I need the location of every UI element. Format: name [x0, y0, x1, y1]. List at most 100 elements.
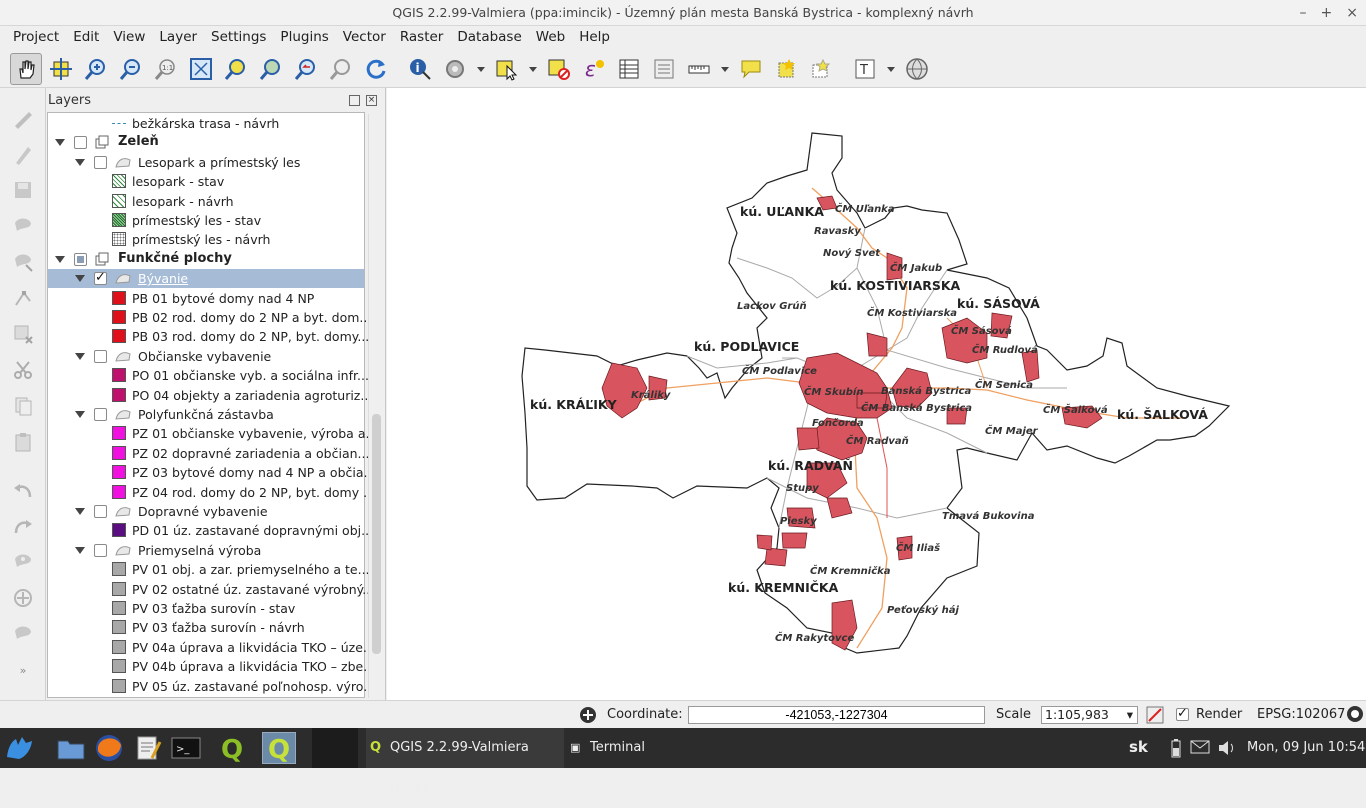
zoom-out-icon[interactable] [115, 53, 147, 85]
legend-item-row[interactable]: bežkárska trasa - návrh [48, 114, 364, 133]
attribute-table-icon[interactable] [613, 53, 645, 85]
pan-hand-icon[interactable] [10, 52, 42, 85]
layer-visibility-checkbox[interactable] [94, 270, 107, 286]
undo-icon[interactable] [9, 476, 37, 504]
expand-collapse-chevron-icon[interactable] [75, 508, 85, 515]
close-button[interactable]: × [1346, 5, 1358, 21]
chevron-down-icon[interactable] [884, 53, 898, 85]
legend-item-row[interactable]: PZ 03 bytové domy nad 4 NP a občia... [48, 463, 375, 482]
add-ring-icon[interactable] [9, 548, 37, 576]
legend-item-row[interactable]: lesopark - stav [48, 172, 364, 191]
qgis-dev-icon[interactable]: Q [262, 732, 296, 765]
map-tips-icon[interactable] [735, 53, 767, 85]
maximize-button[interactable]: + [1320, 5, 1333, 21]
new-bookmark-icon[interactable] [770, 53, 802, 85]
copy-features-icon[interactable] [9, 392, 37, 420]
select-features-icon[interactable] [491, 53, 523, 85]
coordinate-toggle-icon[interactable] [578, 705, 598, 729]
zoom-last-icon[interactable] [290, 53, 322, 85]
save-edits-icon[interactable] [9, 176, 37, 204]
keyboard-layout[interactable]: sk [1129, 738, 1148, 756]
messages-icon[interactable] [1346, 705, 1364, 727]
deselect-features-icon[interactable] [543, 53, 575, 85]
menu-settings[interactable]: Settings [211, 29, 267, 45]
undock-panel-icon[interactable] [349, 95, 360, 106]
legend-item-row[interactable]: PO 01 občianske vyb. a sociálna infr... [48, 366, 369, 385]
taskbar-window-qgis[interactable]: Q QGIS 2.2.99-Valmiera (ppa:i... [366, 728, 564, 795]
paste-features-icon[interactable] [9, 428, 37, 456]
current-edits-icon[interactable] [9, 104, 37, 132]
coordinate-field[interactable] [688, 706, 985, 724]
zoom-to-selection-icon[interactable] [220, 53, 252, 85]
statistics-icon[interactable] [648, 53, 680, 85]
legend-item-row[interactable]: PV 04a úprava a likvidácia TKO – úze... [48, 638, 375, 657]
volume-icon[interactable] [1217, 739, 1237, 761]
layer-group-row[interactable]: Funkčné plochy [48, 250, 364, 269]
redo-icon[interactable] [9, 512, 37, 540]
cut-features-icon[interactable] [9, 356, 37, 384]
layer-subgroup-row[interactable]: Bývanie [48, 269, 364, 289]
legend-item-row[interactable]: PZ 01 občianske vybavenie, výroba a... [48, 424, 377, 443]
fill-ring-icon[interactable] [9, 620, 37, 648]
node-tool-icon[interactable] [9, 284, 37, 312]
crs-status[interactable]: EPSG:102067 [1257, 707, 1346, 722]
legend-item-row[interactable]: prímestský les - návrh [48, 230, 364, 249]
delete-selected-icon[interactable] [9, 320, 37, 348]
file-manager-icon[interactable] [54, 732, 88, 764]
zoom-in-icon[interactable] [80, 53, 112, 85]
expand-collapse-chevron-icon[interactable] [75, 411, 85, 418]
clock[interactable]: Mon, 09 Jun 10:54 [1247, 740, 1366, 755]
layer-visibility-checkbox[interactable] [94, 349, 107, 363]
legend-item-row[interactable]: PO 04 objekty a zariadenia agroturiz... [48, 386, 372, 405]
layer-subgroup-row[interactable]: Občianske vybavenie [48, 347, 364, 366]
add-part-icon[interactable] [9, 584, 37, 612]
minimize-button[interactable]: – [1299, 5, 1307, 21]
expand-collapse-chevron-icon[interactable] [55, 255, 65, 263]
chevron-down-icon[interactable] [718, 53, 732, 85]
start-menu-icon[interactable] [2, 732, 36, 764]
legend-item-row[interactable]: prímestský les - stav [48, 211, 364, 230]
legend-item-row[interactable]: PB 02 rod. domy do 2 NP a byt. dom... [48, 308, 371, 327]
text-annotation-icon[interactable]: T [849, 53, 881, 85]
legend-item-row[interactable]: PV 03 ťažba surovín - návrh [48, 618, 364, 637]
legend-item-row[interactable]: PV 05 úz. zastavané poľnohosp. výro... [48, 677, 375, 696]
layer-subgroup-row[interactable]: Polyfunkčná zástavba [48, 405, 364, 424]
measure-line-icon[interactable] [683, 53, 715, 85]
legend-item-row[interactable]: PV 01 obj. a zar. priemyselného a te... [48, 560, 370, 579]
field-calculator-icon[interactable]: ε [578, 53, 610, 85]
layer-visibility-checkbox[interactable] [94, 408, 107, 421]
legend-item-row[interactable]: PV 03 ťažba surovín - stav [48, 599, 364, 618]
legend-item-row[interactable]: PZ 04 rod. domy do 2 NP, byt. domy ... [48, 483, 375, 502]
text-editor-icon[interactable] [131, 732, 165, 764]
add-feature-icon[interactable] [9, 212, 37, 240]
qgis-icon[interactable]: Q [215, 732, 249, 765]
taskbar-window-terminal[interactable]: ▣ Terminal [566, 728, 746, 768]
zoom-actual-size-icon[interactable]: 1:1 [150, 53, 182, 85]
zoom-to-layer-icon[interactable] [255, 53, 287, 85]
action-gear-icon[interactable] [439, 53, 471, 85]
chevron-down-icon[interactable] [474, 53, 488, 85]
legend-item-row[interactable]: lesopark - návrh [48, 192, 364, 211]
move-feature-icon[interactable] [9, 248, 37, 276]
expand-collapse-chevron-icon[interactable] [55, 139, 65, 147]
render-checkbox[interactable] [1176, 706, 1189, 721]
legend-item-row[interactable]: PV 02 ostatné úz. zastavané výrobný... [48, 580, 374, 599]
more-tools-chevron-icon[interactable]: » [19, 663, 27, 677]
layer-subgroup-row[interactable]: Dopravné vybavenie [48, 502, 364, 521]
expand-collapse-chevron-icon[interactable] [75, 352, 85, 360]
legend-item-row[interactable]: PD 01 úz. zastavané dopravnými obj... [48, 521, 373, 540]
layer-visibility-checkbox[interactable] [94, 155, 107, 169]
zoom-full-icon[interactable] [185, 53, 217, 85]
expand-collapse-chevron-icon[interactable] [75, 546, 85, 554]
workspace-switcher[interactable] [312, 728, 358, 768]
layer-visibility-checkbox[interactable] [74, 252, 87, 266]
menu-help[interactable]: Help [579, 29, 610, 45]
mail-icon[interactable] [1190, 740, 1210, 758]
firefox-icon[interactable] [92, 732, 126, 764]
show-bookmarks-icon[interactable] [805, 53, 837, 85]
scale-combobox[interactable]: 1:105,983 ▾ [1041, 706, 1138, 724]
layer-tree-scrollbar[interactable] [368, 114, 384, 698]
expand-collapse-chevron-icon[interactable] [75, 275, 85, 283]
legend-item-row[interactable]: PB 03 rod. domy do 2 NP, byt. domy... [48, 327, 369, 346]
